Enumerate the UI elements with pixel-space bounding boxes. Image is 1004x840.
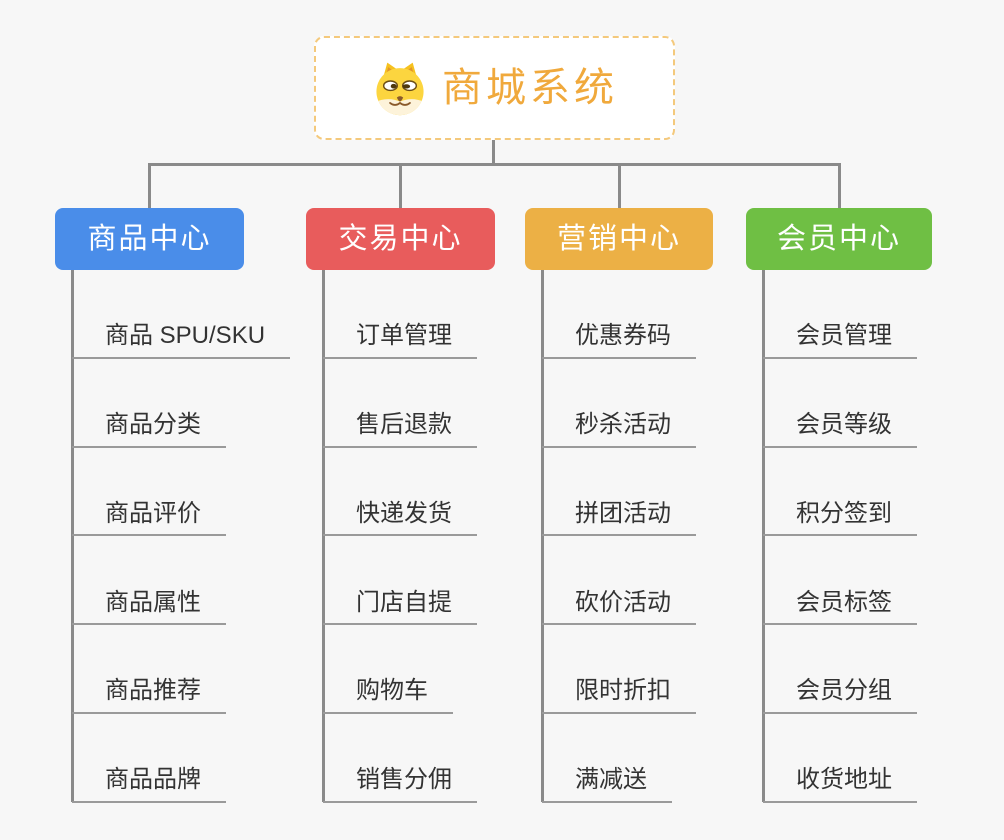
leaf-node[interactable]: 拼团活动 (542, 500, 696, 537)
branch-node-member-center[interactable]: 会员中心 (746, 208, 932, 270)
root-title: 商城系统 (442, 66, 618, 110)
leaf-node[interactable]: 会员等级 (763, 411, 917, 448)
leaf-node[interactable]: 商品品牌 (72, 766, 226, 803)
connector-drop-products (148, 163, 151, 208)
leaf-node[interactable]: 优惠券码 (542, 322, 696, 359)
root-node-mall-system[interactable]: 商城系统 (314, 36, 675, 140)
doge-icon (376, 62, 424, 116)
branch-node-product-center[interactable]: 商品中心 (55, 208, 244, 270)
branch-column-trade-center: 订单管理 售后退款 快递发货 门店自提 购物车 销售分佣 (323, 270, 477, 803)
leaf-node[interactable]: 购物车 (323, 677, 453, 714)
leaf-node[interactable]: 订单管理 (323, 322, 477, 359)
leaf-node[interactable]: 砍价活动 (542, 589, 696, 626)
connector-drop-members (837, 163, 841, 208)
branch-node-trade-center[interactable]: 交易中心 (306, 208, 495, 270)
leaf-node[interactable]: 限时折扣 (542, 677, 696, 714)
leaf-node[interactable]: 会员分组 (763, 677, 917, 714)
connector-drop-trade (399, 163, 402, 208)
leaf-node[interactable]: 秒杀活动 (542, 411, 696, 448)
leaf-node[interactable]: 商品推荐 (72, 677, 226, 714)
branch-column-marketing-center: 优惠券码 秒杀活动 拼团活动 砍价活动 限时折扣 满减送 (542, 270, 696, 803)
connector-bus (148, 163, 840, 166)
leaf-node[interactable]: 满减送 (542, 766, 672, 803)
branch-column-product-center: 商品 SPU/SKU 商品分类 商品评价 商品属性 商品推荐 商品品牌 (72, 270, 291, 803)
leaf-node[interactable]: 商品评价 (72, 500, 226, 537)
leaf-node[interactable]: 积分签到 (763, 500, 917, 537)
branch-node-marketing-center[interactable]: 营销中心 (525, 208, 713, 270)
leaf-node[interactable]: 收货地址 (763, 766, 917, 803)
branch-column-member-center: 会员管理 会员等级 积分签到 会员标签 会员分组 收货地址 (763, 270, 917, 803)
leaf-node[interactable]: 门店自提 (323, 589, 477, 626)
leaf-node[interactable]: 销售分佣 (323, 766, 477, 803)
leaf-node[interactable]: 快递发货 (323, 500, 477, 537)
connector-drop-marketing (617, 163, 621, 208)
leaf-node[interactable]: 会员管理 (763, 322, 917, 359)
leaf-node[interactable]: 商品属性 (72, 589, 226, 626)
leaf-node[interactable]: 商品 SPU/SKU (72, 322, 291, 359)
connector-root-trunk (491, 140, 495, 166)
leaf-node[interactable]: 会员标签 (763, 589, 917, 626)
leaf-node[interactable]: 售后退款 (323, 411, 477, 448)
leaf-node[interactable]: 商品分类 (72, 411, 226, 448)
